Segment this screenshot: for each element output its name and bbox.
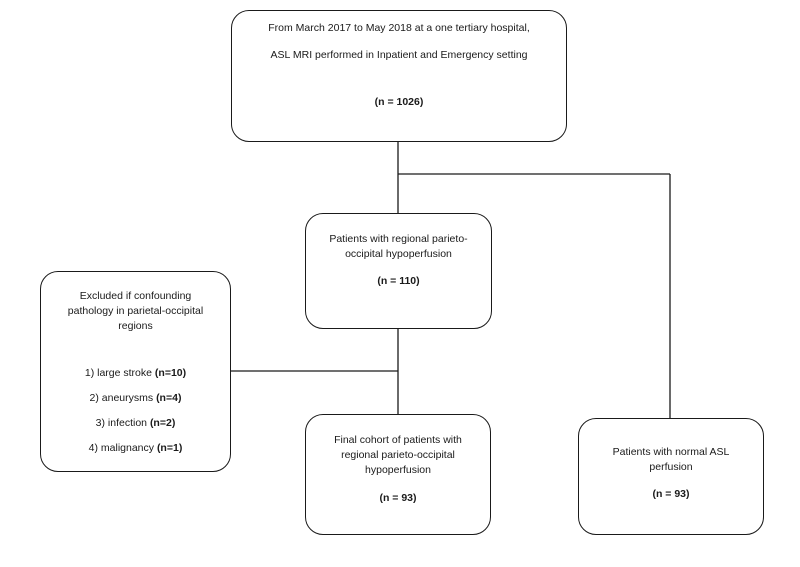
box-final-line2: regional parieto-occipital <box>341 449 455 461</box>
box-normal-count: (n = 93) <box>652 488 690 500</box>
box-final-line1: Final cohort of patients with <box>334 434 462 446</box>
box-final-line3: hypoperfusion <box>365 464 431 476</box>
box-regional-count: (n = 110) <box>377 275 420 287</box>
exclusion-item-count: (n=2) <box>149 417 176 429</box>
box-regional-line2: occipital hypoperfusion <box>345 248 452 260</box>
exclusion-item-label: 1) large stroke <box>84 367 155 379</box>
box-total-cohort: From March 2017 to May 2018 at a one ter… <box>231 10 567 142</box>
box-final-count: (n = 93) <box>379 492 417 504</box>
box-total-line2: ASL MRI performed in Inpatient and Emerg… <box>270 49 528 61</box>
exclusion-item-count: (n=1) <box>156 442 183 454</box>
box-normal-line1: Patients with normal ASL <box>612 446 730 458</box>
exclusion-item: 2) aneurysms (n=4) <box>41 391 230 406</box>
box-excluded: Excluded if confounding pathology in par… <box>40 271 231 472</box>
box-regional-hypoperfusion: Patients with regional parieto- occipita… <box>305 213 492 329</box>
box-regional-line1: Patients with regional parieto- <box>329 233 468 245</box>
exclusion-item: 1) large stroke (n=10) <box>41 366 230 381</box>
exclusion-item-label: 3) infection <box>95 417 150 429</box>
box-total-line1: From March 2017 to May 2018 at a one ter… <box>268 22 530 34</box>
box-excluded-line2: pathology in parietal-occipital <box>67 305 204 317</box>
box-excluded-line3: regions <box>118 320 153 332</box>
exclusion-item-count: (n=10) <box>154 367 187 379</box>
exclusion-item: 3) infection (n=2) <box>41 416 230 431</box>
box-final-cohort: Final cohort of patients with regional p… <box>305 414 491 535</box>
exclusion-item: 4) malignancy (n=1) <box>41 441 230 456</box>
box-total-count: (n = 1026) <box>374 96 424 108</box>
box-normal-line2: perfusion <box>649 461 693 473</box>
exclusion-item-label: 2) aneurysms <box>89 392 157 404</box>
box-normal-perfusion: Patients with normal ASL perfusion (n = … <box>578 418 764 535</box>
exclusion-item-count: (n=4) <box>156 392 182 404</box>
exclusion-item-label: 4) malignancy <box>88 442 157 454</box>
box-excluded-line1: Excluded if confounding <box>79 290 192 302</box>
exclusion-list: 1) large stroke (n=10) 2) aneurysms (n=4… <box>41 366 230 456</box>
